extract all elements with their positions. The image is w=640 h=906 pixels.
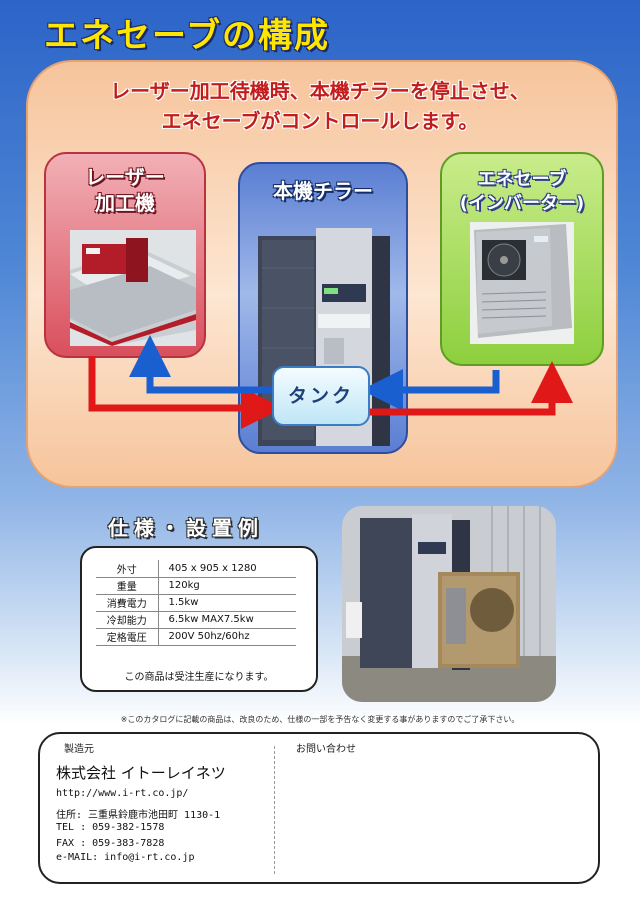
spec-value: 200V 50hz/60hz — [158, 628, 296, 646]
maker-label: 製造元 — [64, 744, 94, 755]
spec-key: 冷却能力 — [96, 611, 159, 629]
spec-row: 定格電圧 200V 50hz/60hz — [96, 628, 296, 646]
spec-row: 消費電力 1.5kw — [96, 594, 296, 612]
headline-line-1: レーザー加工待機時、本機チラーを停止させ、 — [110, 79, 530, 103]
page-title: エネセーブの構成 — [44, 16, 330, 56]
headline: レーザー加工待機時、本機チラーを停止させ、 エネセーブがコントロールします。 — [60, 76, 580, 136]
tel-number: TEL : 059-382-1578 — [56, 822, 165, 833]
disclaimer: ※このカタログに記載の商品は、改良のため、仕様の一部を予告なく変更する事がありま… — [120, 715, 520, 724]
laser-label-line-2: 加工機 — [95, 191, 155, 215]
spec-key: 消費電力 — [96, 594, 159, 612]
laser-label-line-1: レーザー — [85, 165, 165, 189]
spec-key: 外寸 — [96, 560, 159, 578]
address: 住所: 三重県鈴鹿市池田町 1130-1 — [56, 810, 221, 821]
spec-value: 1.5kw — [158, 594, 296, 612]
return-flow-arrow-left — [88, 356, 283, 429]
return-flow-arrow-right — [368, 361, 573, 416]
enesave-label-line-1: エネセーブ — [477, 169, 567, 190]
made-to-order-note: この商品は受注生産になります。 — [124, 672, 274, 683]
company-name: 株式会社 イトーレイネツ — [56, 764, 226, 782]
enesave-label: エネセーブ (インバーター) — [442, 168, 602, 216]
enesave-inverter-photo — [470, 222, 574, 344]
spec-table: 外寸 405 x 905 x 1280 重量 120kg 消費電力 1.5kw … — [96, 560, 296, 646]
installation-example-photo — [342, 506, 556, 702]
spec-row: 外寸 405 x 905 x 1280 — [96, 560, 296, 578]
enesave-label-line-2: (インバーター) — [459, 193, 585, 214]
spec-value: 405 x 905 x 1280 — [158, 560, 296, 578]
contact-divider — [274, 746, 275, 874]
spec-title: 仕様・設置例 — [108, 516, 264, 540]
spec-value: 120kg — [158, 577, 296, 595]
email-address[interactable]: e-MAIL: info@i-rt.co.jp — [56, 852, 195, 863]
supply-flow-arrow-left — [129, 335, 278, 394]
inquiry-label: お問い合わせ — [296, 744, 356, 755]
laser-machine-label: レーザー 加工機 — [46, 164, 204, 216]
headline-line-2: エネセーブがコントロールします。 — [161, 109, 479, 133]
spec-row: 重量 120kg — [96, 577, 296, 595]
contact-box — [38, 732, 600, 884]
tank-box: タンク — [272, 366, 370, 426]
website-url[interactable]: http://www.i-rt.co.jp/ — [56, 788, 189, 799]
supply-flow-arrow-right — [361, 369, 500, 411]
laser-machine-photo — [70, 230, 196, 346]
spec-row: 冷却能力 6.5kw MAX7.5kw — [96, 611, 296, 629]
spec-key: 重量 — [96, 577, 159, 595]
main-chiller-label: 本機チラー — [273, 179, 373, 203]
spec-value: 6.5kw MAX7.5kw — [158, 611, 296, 629]
fax-number: FAX : 059-383-7828 — [56, 838, 165, 849]
spec-key: 定格電圧 — [96, 628, 159, 646]
